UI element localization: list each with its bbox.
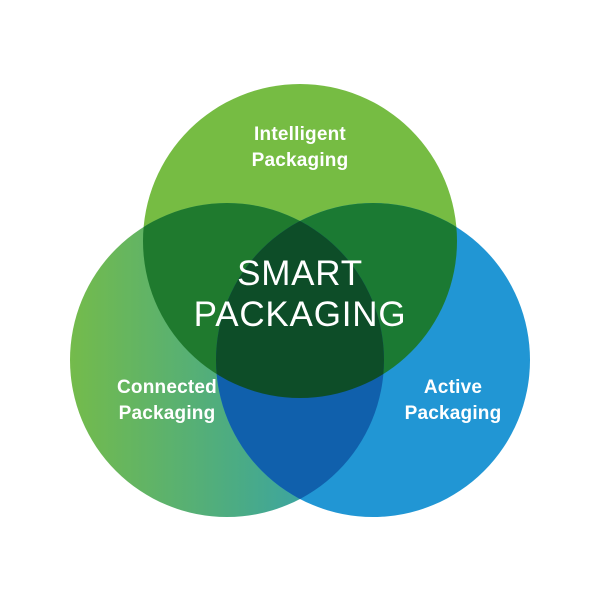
label-smart-packaging[interactable]: SMART PACKAGING bbox=[150, 253, 450, 335]
label-connected-packaging[interactable]: Connected Packaging bbox=[47, 375, 287, 427]
label-intelligent-line1: Intelligent bbox=[254, 124, 346, 145]
label-smart-line2: PACKAGING bbox=[193, 295, 407, 334]
label-connected-line1: Connected bbox=[117, 377, 217, 398]
label-active-line2: Packaging bbox=[404, 403, 502, 424]
label-intelligent-packaging[interactable]: Intelligent Packaging bbox=[180, 122, 420, 174]
label-connected-line2: Packaging bbox=[118, 403, 216, 424]
label-smart-line1: SMART bbox=[237, 254, 363, 293]
label-intelligent-line2: Packaging bbox=[251, 150, 349, 171]
label-active-line1: Active bbox=[423, 377, 483, 398]
label-active-packaging[interactable]: Active Packaging bbox=[333, 375, 573, 427]
